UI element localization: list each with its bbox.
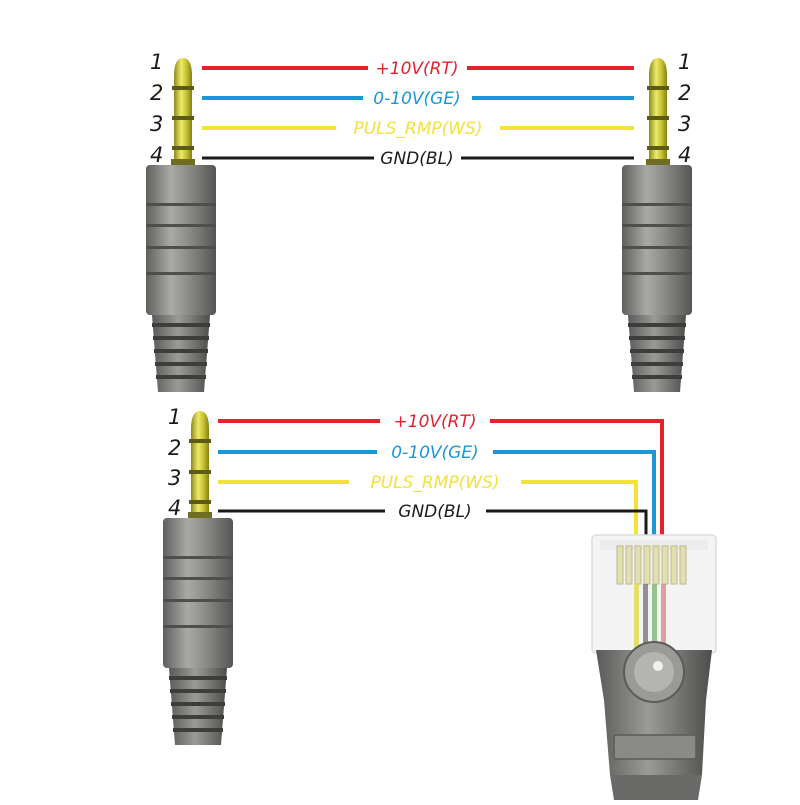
rj-connector bbox=[591, 534, 717, 800]
wire-label: GND(BL) bbox=[380, 149, 453, 169]
pin-number: 2 bbox=[150, 81, 163, 105]
wire-1: +10V(RT) bbox=[218, 412, 664, 548]
pin-number: 2 bbox=[168, 436, 181, 460]
pin-number: 4 bbox=[678, 143, 691, 167]
wire-label: PULS_RMP(WS) bbox=[353, 119, 482, 139]
pin-number: 2 bbox=[678, 81, 691, 105]
pin-number: 3 bbox=[678, 112, 691, 136]
wire-3: PULS_RMP(WS) bbox=[202, 119, 634, 139]
pin-number: 1 bbox=[678, 50, 691, 74]
jack-plug-right bbox=[622, 58, 692, 392]
pin-number: 3 bbox=[168, 466, 181, 490]
wire-4: GND(BL) bbox=[218, 502, 648, 548]
wire-1: +10V(RT) bbox=[202, 59, 634, 79]
jack-plug bbox=[163, 411, 233, 745]
wire-4: GND(BL) bbox=[202, 149, 634, 169]
wire-label: +10V(RT) bbox=[394, 412, 477, 432]
wire-2: 0-10V(GE) bbox=[218, 443, 656, 548]
pin-number: 4 bbox=[150, 143, 163, 167]
pin-number: 1 bbox=[150, 50, 163, 74]
diagram-jack-to-jack: +10V(RT) 0-10V(GE) PULS_RMP(WS) GND(BL) … bbox=[146, 50, 692, 392]
jack-plug-left bbox=[146, 58, 216, 392]
wire-label: PULS_RMP(WS) bbox=[370, 473, 499, 493]
wire-2: 0-10V(GE) bbox=[202, 89, 634, 109]
wire-label: 0-10V(GE) bbox=[391, 443, 478, 463]
wire-3: PULS_RMP(WS) bbox=[218, 473, 638, 548]
pin-number: 1 bbox=[168, 405, 181, 429]
pin-number: 3 bbox=[150, 112, 163, 136]
diagram-jack-to-rj: +10V(RT) 0-10V(GE) PULS_RMP(WS) GND(BL) … bbox=[163, 405, 717, 800]
wire-label: GND(BL) bbox=[398, 502, 471, 522]
pin-number: 4 bbox=[168, 496, 181, 520]
wire-label: +10V(RT) bbox=[376, 59, 459, 79]
wire-label: 0-10V(GE) bbox=[373, 89, 460, 109]
